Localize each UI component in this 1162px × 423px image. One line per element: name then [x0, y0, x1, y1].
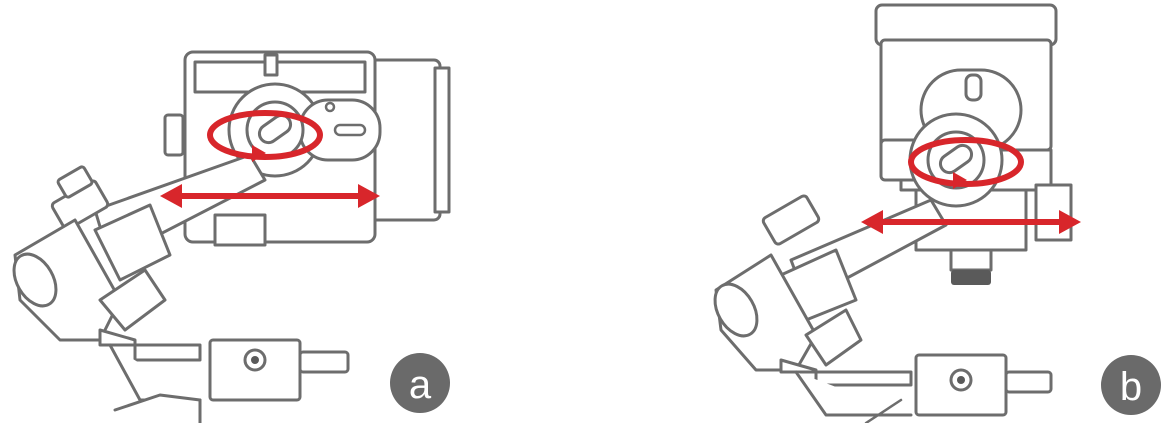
badge-b-label: b — [1120, 365, 1142, 409]
gimbal-illustration-b: b — [581, 0, 1162, 423]
panel-b: b — [581, 0, 1162, 423]
badge-b: b — [1101, 355, 1161, 415]
badge-a: a — [390, 353, 450, 413]
panel-a: a — [0, 0, 581, 423]
pan-bracket — [781, 355, 1051, 423]
pan-bracket — [100, 330, 348, 423]
badge-a-label: a — [409, 363, 432, 407]
gimbal-illustration-a: a — [0, 0, 581, 423]
